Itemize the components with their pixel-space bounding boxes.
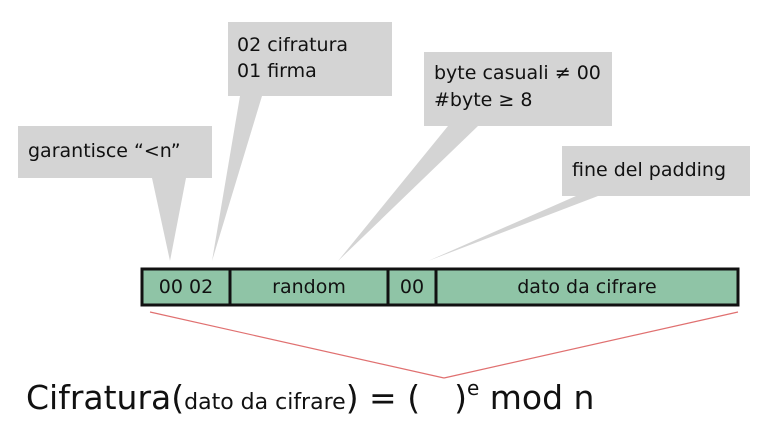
formula-exponent: e (466, 376, 480, 400)
callout-fine-text: fine del padding (572, 159, 727, 181)
callout-random (338, 52, 612, 261)
formula-arg: dato da cifrare (184, 390, 346, 415)
field-box-random (228, 267, 390, 307)
encryption-formula: Cifratura(dato da cifrare) = ()e mod n (26, 376, 595, 417)
callout-tipo-line-1: 02 cifratura (237, 34, 349, 56)
formula-mid: ) = ( (345, 378, 421, 417)
formula-tail: mod n (479, 378, 595, 417)
callout-random-line-2: #byte ≥ 8 (434, 89, 533, 111)
field-label-separator: 00 (399, 276, 425, 298)
formula-func: Cifratura( (26, 378, 185, 417)
callout-garantisce-text: garantisce “<n” (28, 140, 181, 162)
field-box-data (434, 267, 740, 307)
field-label-random: random (272, 276, 346, 298)
callout-random-line-1: byte casuali ≠ 00 (434, 62, 601, 84)
callout-fine (428, 146, 750, 261)
formula-close: ) (454, 378, 467, 417)
callout-tipo-line-2: 01 firma (237, 60, 317, 82)
field-label-header: 00 02 (158, 276, 214, 298)
field-box-header (140, 267, 232, 307)
callout-garantisce (18, 126, 212, 261)
bracket-line-right (443, 311, 739, 379)
callout-tipo (212, 22, 392, 261)
bracket-line-left (149, 311, 445, 379)
field-label-data: dato da cifrare (517, 276, 657, 298)
